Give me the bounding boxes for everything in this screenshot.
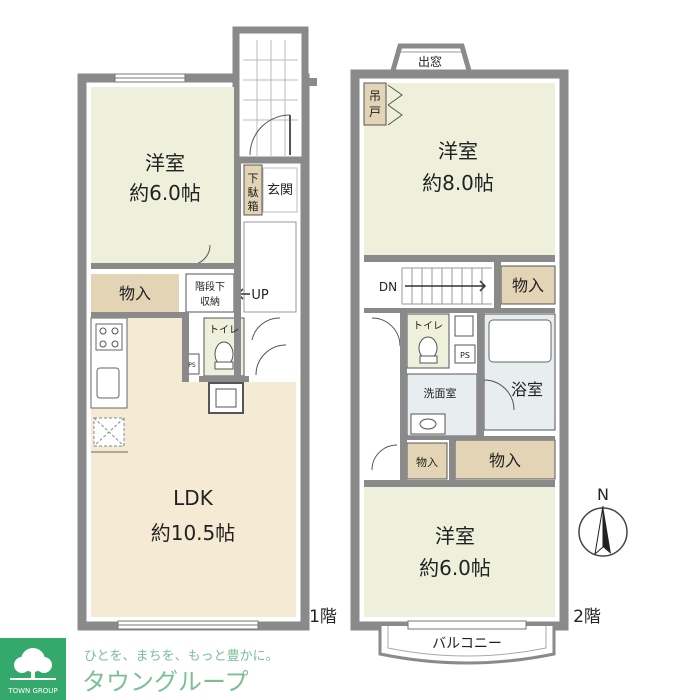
floor2-storage-a-label: 物入 — [512, 276, 544, 295]
floor1-under-stairs — [185, 273, 235, 313]
shoe-box-label-1: 下 — [248, 172, 259, 185]
brand-footer: TOWN GROUP ひとを、まちを、もっと豊かに。 タウングループ — [0, 638, 279, 700]
basin-bowl — [419, 418, 437, 430]
floor2-storage-a — [500, 265, 556, 305]
shoe-box — [243, 164, 263, 216]
floor1-ps-label: PS — [188, 362, 196, 369]
hanging-cabinet-label-1: 吊 — [369, 89, 381, 103]
floor1-ldk — [91, 318, 296, 617]
washroom-label: 洗面室 — [424, 386, 457, 400]
up-label: UP — [251, 288, 269, 303]
floor2-toilet-label: トイレ — [413, 321, 443, 332]
floor1-storage-label: 物入 — [119, 284, 151, 303]
floor2-western-room-a — [364, 83, 555, 255]
floor1-staircase — [243, 221, 297, 313]
down-arrow-icon — [405, 280, 487, 292]
brand-name: タウングループ — [82, 668, 249, 696]
floor2-western-room-a-name: 洋室 — [438, 139, 478, 163]
floor2-toilet-tank — [419, 355, 438, 364]
hanging-cabinet — [363, 82, 387, 126]
compass-needle-dark — [603, 506, 611, 554]
burner — [111, 340, 119, 348]
floor2-western-room-b-name: 洋室 — [435, 524, 475, 548]
hall-door-swing — [251, 317, 281, 341]
brand-logo-text: TOWN GROUP — [7, 687, 57, 695]
brand-slogan: ひとを、まちを、もっと豊かに。 — [84, 649, 279, 664]
genkan-floor — [262, 167, 298, 213]
compass-needle-light — [594, 505, 604, 556]
floor2-western-room-a-size: 約8.0帖 — [422, 171, 494, 195]
washing-machine-inner — [215, 388, 237, 408]
porch-tiles — [243, 40, 298, 156]
stove — [95, 323, 123, 351]
floor1-wall-stub — [305, 78, 317, 86]
bathtub — [488, 319, 552, 363]
floor2-closet-door — [371, 444, 398, 471]
floor2-level-label: 2階 — [573, 607, 601, 627]
hanging-cabinet-label-2: 戸 — [369, 105, 381, 119]
hall-door-swing-2 — [255, 344, 287, 376]
bath-door-swing — [483, 379, 515, 411]
balcony-label: バルコニー — [432, 636, 502, 652]
floor2-storage-c-label: 物入 — [489, 451, 521, 470]
burner — [99, 340, 107, 348]
burner — [99, 327, 107, 335]
floor1-storage — [91, 274, 179, 312]
floor2-toilet-door — [371, 317, 401, 347]
under-stairs-label-2: 収納 — [200, 295, 220, 308]
floor1-toilet-label: トイレ — [209, 325, 239, 336]
floor1-level-label: 1階 — [309, 607, 337, 627]
floor-1: 洋室 約6.0帖 物入 階段下 収納 トイレ PS 下 駄 箱 玄関 UP LD… — [77, 26, 337, 631]
floor2-storage-c — [454, 439, 556, 480]
floor1-western-room-size: 約6.0帖 — [129, 181, 201, 205]
floor2-ps-upper — [454, 315, 474, 337]
tree-icon — [10, 648, 56, 680]
entrance-label: 玄関 — [267, 183, 293, 198]
floor1-western-room — [91, 87, 234, 263]
floor2-ps-label: PS — [460, 351, 470, 360]
down-label: DN — [379, 280, 397, 294]
floor2-window-bottom — [407, 620, 527, 630]
bathroom-label: 浴室 — [511, 380, 543, 399]
shoe-box-label-3: 箱 — [248, 199, 259, 213]
floor1-inner-walls — [91, 160, 249, 382]
floor2-ps-box — [454, 344, 476, 364]
fridge-cross — [93, 417, 125, 447]
entrance-door-swing — [249, 114, 291, 156]
floor2-inner-walls — [364, 255, 555, 487]
burner — [111, 327, 119, 335]
kitchen-sink — [96, 367, 120, 399]
floor1-western-room-name: 洋室 — [145, 151, 185, 175]
toilet-tank — [214, 361, 234, 370]
closet-door-icon — [387, 84, 403, 126]
washing-machine — [208, 382, 244, 414]
floor2-western-room-b — [364, 487, 555, 617]
bay-window-label: 出窓 — [418, 54, 442, 69]
floor2-western-room-b-size: 約6.0帖 — [419, 556, 491, 580]
compass-north-label: N — [597, 485, 609, 504]
bay-window — [389, 43, 473, 75]
under-stairs-label-1: 階段下 — [195, 280, 225, 293]
floor2-storage-b-label: 物入 — [416, 455, 438, 469]
floor-2: 出窓 DN 物入 トイレ — [350, 43, 601, 665]
balcony-rail — [387, 626, 547, 657]
ldk-size: 約10.5帖 — [151, 521, 236, 545]
ldk-name: LDK — [173, 486, 214, 510]
floor2-storage-b — [406, 442, 448, 480]
compass: N — [578, 485, 628, 557]
shoe-box-label-2: 駄 — [248, 185, 259, 199]
